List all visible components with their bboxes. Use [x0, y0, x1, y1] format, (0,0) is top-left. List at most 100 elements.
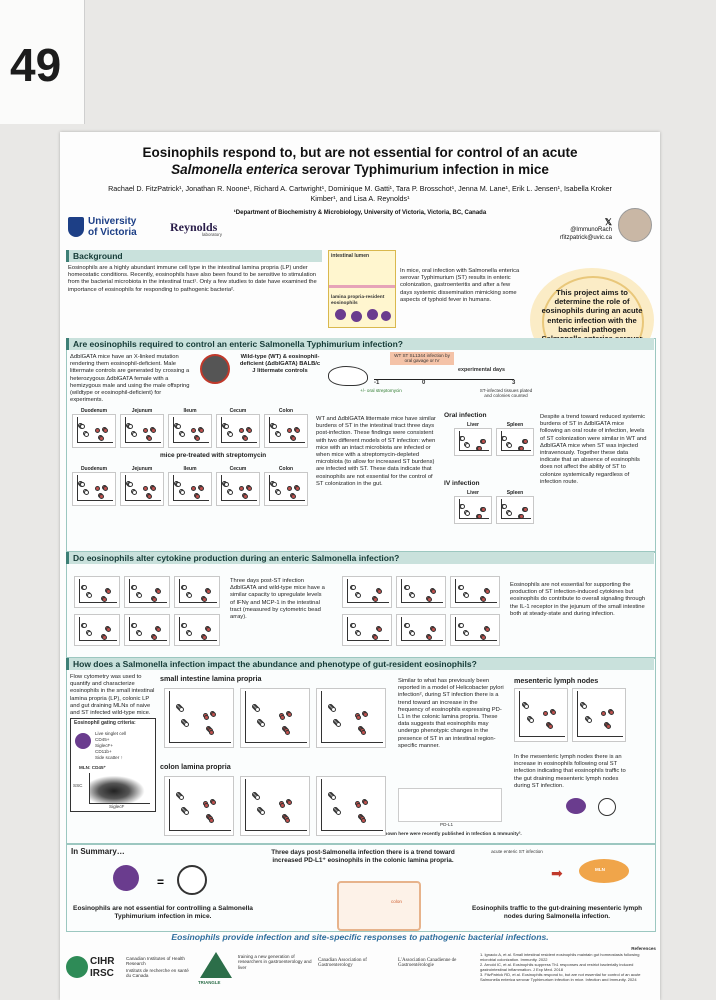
twitter-handle: @ImmunoRach — [570, 227, 612, 233]
section2-right-text: Eosinophils are not essential for suppor… — [510, 582, 646, 617]
data-point — [191, 486, 197, 492]
data-point — [247, 427, 253, 433]
data-point — [458, 623, 464, 629]
data-point — [287, 486, 293, 492]
data-point — [285, 729, 291, 735]
data-point — [84, 431, 90, 437]
data-point — [291, 436, 297, 442]
section1-header: Are eosinophils required to control an e… — [66, 338, 654, 350]
data-point — [211, 800, 217, 806]
data-point — [102, 596, 108, 602]
data-point — [335, 722, 341, 728]
panel-axes — [173, 417, 209, 443]
data-point — [376, 589, 382, 594]
panel-axes — [169, 779, 231, 831]
footer-logos: CIHR IRSC Canadian Institutes of Health … — [60, 946, 660, 1000]
panel-title: Colon — [278, 408, 294, 414]
pdl1-cell-icon — [566, 798, 586, 814]
data-point — [295, 485, 301, 491]
summary-header: In Summary… — [71, 847, 125, 856]
data-point — [481, 507, 487, 513]
data-point — [480, 596, 486, 602]
data-point — [224, 482, 230, 488]
data-point — [254, 706, 260, 712]
authors: Rachael D. FitzPatrick¹, Jonathan R. Noo… — [108, 184, 612, 203]
intestine-diagram: intestinal lumen lamina propria-resident… — [328, 250, 396, 328]
data-point — [409, 630, 415, 636]
data-point — [156, 589, 162, 594]
poster-number: 49 — [10, 39, 62, 91]
data-point — [529, 717, 535, 723]
email: rfitzpatrick@uvic.ca — [559, 235, 612, 241]
cytokine-panel — [74, 614, 120, 646]
data-point — [291, 494, 297, 500]
cytokine-panel — [396, 576, 446, 608]
data-point — [350, 585, 356, 591]
data-point — [272, 482, 278, 488]
data-point — [355, 592, 361, 598]
x-logo-icon: 𝕏 — [604, 217, 612, 227]
data-point — [372, 596, 378, 602]
data-point — [178, 706, 184, 712]
data-point — [506, 510, 512, 516]
data-point — [272, 424, 278, 430]
data-point — [206, 627, 212, 632]
panel-axes — [221, 475, 257, 501]
data-point — [426, 634, 432, 640]
panel-axes — [459, 431, 489, 451]
pdl1-histograms — [398, 788, 502, 822]
data-point — [183, 722, 189, 728]
dblgata-text: ΔdblGATA mice have an X-linked mutation … — [70, 354, 190, 404]
oral-infection-title: Oral infection — [444, 412, 487, 419]
panel-title: Cecum — [229, 466, 247, 472]
data-point — [186, 630, 192, 636]
data-point — [350, 623, 356, 629]
data-point — [276, 489, 282, 495]
flow-panel — [316, 776, 386, 836]
no-eosinophil-icon — [200, 354, 230, 384]
data-point — [95, 486, 101, 492]
data-point — [181, 585, 187, 591]
data-point — [239, 428, 245, 434]
panel-title: Ileum — [183, 408, 197, 414]
panel-title: Colon — [278, 466, 294, 472]
data-point — [330, 794, 336, 800]
data-point — [180, 489, 186, 495]
strep-tissue-panel-duodenum: Duodenum — [72, 466, 116, 506]
panel-axes — [455, 617, 497, 641]
panel-axes — [125, 417, 161, 443]
data-point — [128, 424, 134, 430]
data-point — [195, 436, 201, 442]
data-point — [131, 585, 137, 591]
data-point — [132, 489, 138, 495]
data-point — [178, 794, 184, 800]
data-point — [84, 489, 90, 495]
iv-liver-panel: Liver — [454, 490, 492, 524]
eosinophil-icon — [381, 311, 391, 321]
data-point — [335, 810, 341, 816]
data-point — [86, 592, 92, 598]
tissue-panel-duodenum: Duodenum — [72, 408, 116, 448]
cytokine-panel — [124, 614, 170, 646]
section3-left-text: Flow cytometry was used to quantify and … — [70, 674, 155, 717]
panel-axes — [501, 431, 531, 451]
mln-count-panel — [514, 688, 568, 742]
si-title: small intestine lamina propria — [160, 674, 262, 683]
timeline-line — [374, 379, 514, 380]
panel-title: Spleen — [506, 422, 524, 428]
data-point — [463, 630, 469, 636]
data-point — [259, 810, 265, 816]
data-point — [99, 494, 105, 500]
panel-axes — [245, 779, 307, 831]
section1-mid-text: WT and ΔdblGATA littermate mice have sim… — [316, 416, 436, 487]
data-point — [206, 589, 212, 594]
flow-panel — [164, 776, 234, 836]
data-point — [80, 424, 86, 430]
data-point — [228, 489, 234, 495]
data-point — [287, 800, 293, 806]
cytokine-panel — [396, 614, 446, 646]
panel-axes — [455, 579, 497, 603]
data-point — [480, 634, 486, 640]
section1-right-text: Despite a trend toward reduced systemic … — [540, 414, 647, 485]
title-species: Salmonella enterica — [171, 162, 298, 177]
